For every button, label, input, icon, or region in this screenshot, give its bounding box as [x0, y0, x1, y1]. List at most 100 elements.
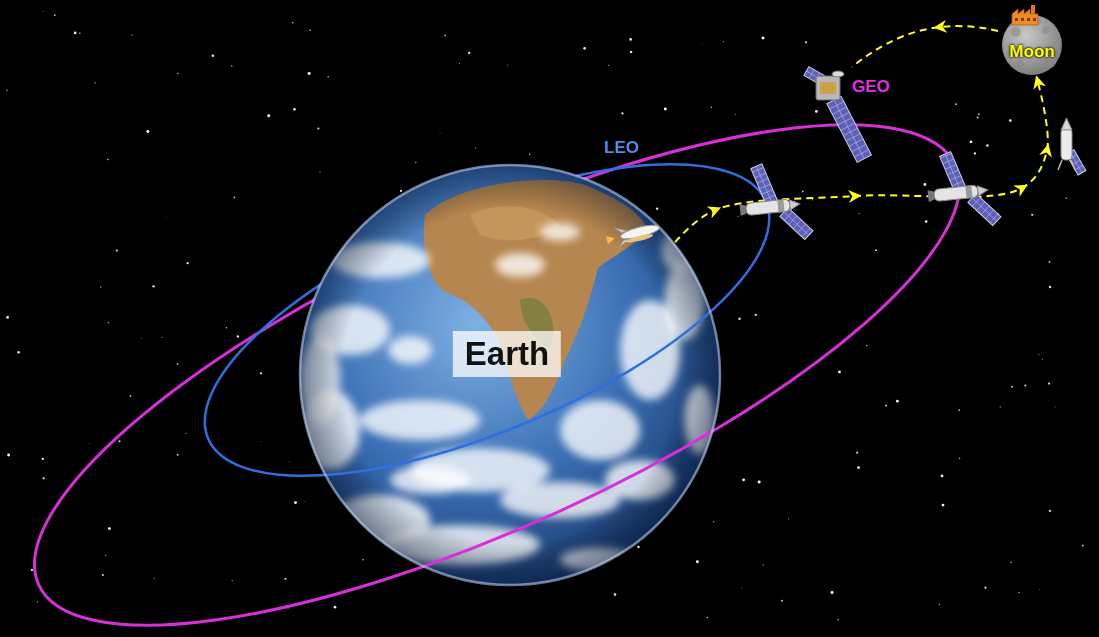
star [831, 591, 834, 594]
star [89, 443, 91, 445]
star [896, 400, 899, 403]
star [294, 501, 297, 504]
star [1054, 406, 1056, 408]
star [212, 55, 214, 57]
star [974, 152, 976, 154]
star [859, 213, 860, 214]
star [875, 249, 877, 251]
star [400, 190, 402, 192]
star [978, 113, 980, 115]
star [226, 327, 227, 328]
star [742, 478, 745, 481]
star [942, 504, 945, 507]
star [100, 286, 101, 287]
star [838, 371, 841, 374]
star [1031, 214, 1033, 216]
star [529, 153, 531, 155]
transfer-satellite [740, 164, 813, 240]
star [116, 249, 118, 251]
solar-panel [780, 208, 813, 240]
orbit-ellipse [0, 29, 1018, 637]
star [621, 112, 623, 114]
moon-body: Moon [1002, 15, 1062, 75]
star [1010, 561, 1012, 563]
star [629, 38, 632, 41]
star [755, 314, 757, 316]
star [362, 559, 364, 561]
star [977, 117, 979, 119]
star [630, 51, 632, 53]
star [1042, 359, 1043, 360]
star [141, 337, 143, 339]
star [154, 578, 155, 579]
star [102, 574, 104, 576]
star [94, 82, 95, 83]
star [6, 316, 9, 319]
star [608, 65, 609, 66]
earth-disk [300, 165, 720, 585]
star [781, 600, 783, 602]
star [74, 32, 77, 35]
orbit-label: LEO [604, 138, 639, 158]
star [308, 72, 311, 75]
star [1011, 386, 1013, 388]
star [444, 34, 446, 36]
star [177, 363, 179, 365]
star [6, 90, 8, 92]
star [713, 521, 714, 522]
star [1048, 382, 1050, 384]
star [237, 335, 239, 337]
star [507, 64, 508, 65]
star [43, 477, 45, 479]
transfer-satellite [928, 152, 1001, 226]
star [885, 405, 887, 407]
star [317, 127, 319, 129]
star [970, 140, 973, 143]
star [805, 41, 807, 43]
star [614, 593, 617, 596]
star [108, 322, 109, 323]
star [415, 162, 416, 163]
solar-panel [940, 152, 966, 192]
star [637, 546, 639, 548]
star [79, 33, 81, 35]
star [656, 207, 658, 209]
lunar-lander [1058, 118, 1086, 175]
star [1065, 197, 1066, 198]
star [986, 144, 988, 146]
star [1082, 545, 1084, 547]
star [231, 65, 232, 66]
star [1038, 354, 1039, 355]
orbit-label: GEO [852, 77, 890, 97]
star [459, 63, 460, 64]
star [856, 452, 858, 454]
star [707, 617, 709, 619]
star [1049, 510, 1051, 512]
star [941, 475, 944, 478]
star [958, 409, 960, 411]
star [152, 285, 154, 287]
star [17, 351, 20, 354]
star [37, 601, 38, 602]
star [304, 500, 306, 502]
star [925, 220, 928, 223]
star [187, 262, 189, 264]
star [309, 30, 311, 32]
star [1049, 286, 1051, 288]
star [711, 106, 713, 108]
star [107, 159, 109, 161]
launch-rocket [605, 217, 662, 249]
star [292, 22, 294, 24]
star [260, 372, 262, 374]
star [955, 103, 957, 105]
star [108, 527, 111, 530]
orbit-front [39, 165, 1018, 637]
star [105, 555, 106, 556]
planet-name: Earth [453, 331, 561, 377]
star [812, 199, 813, 200]
star [1024, 384, 1026, 386]
star [319, 171, 320, 172]
star [1039, 589, 1041, 591]
star [54, 14, 56, 16]
